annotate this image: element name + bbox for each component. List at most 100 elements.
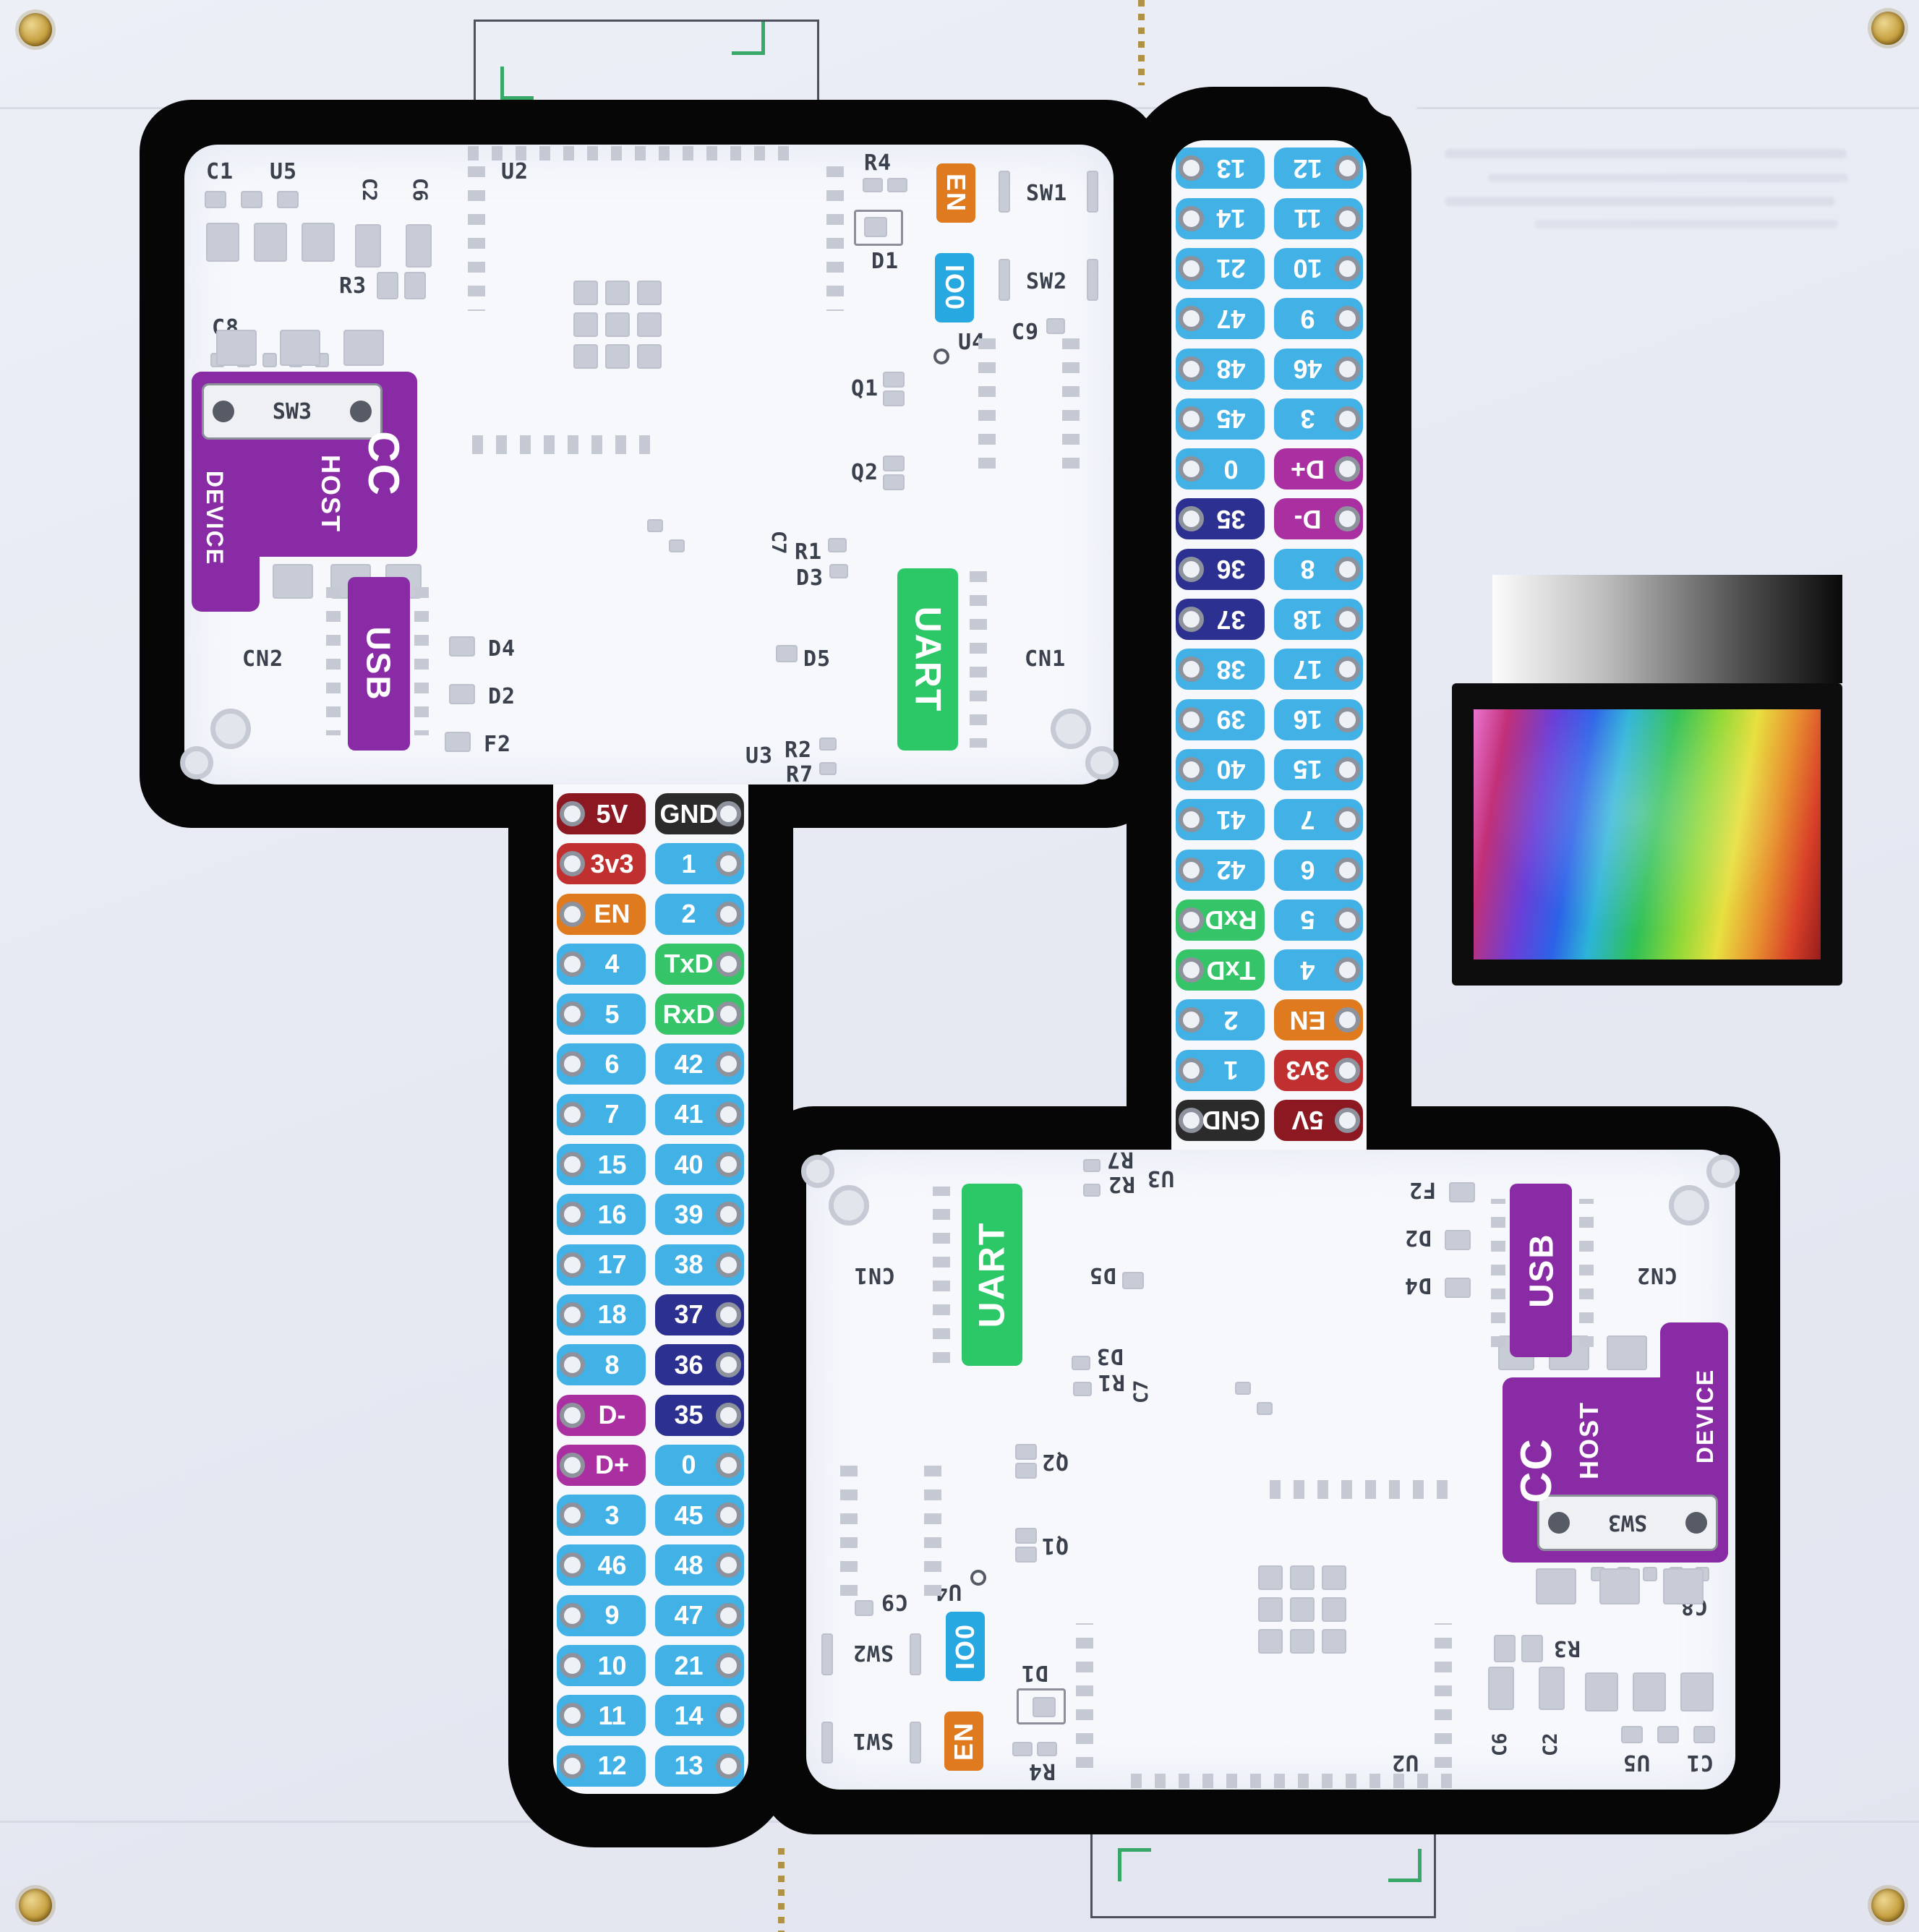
usb-connector[interactable]: USB [1510, 1184, 1572, 1357]
pin-label-6[interactable]: 6 [557, 1043, 646, 1085]
smd-pad [1488, 1667, 1514, 1710]
pin-label-11[interactable]: 11 [1274, 197, 1363, 239]
pin-label-9[interactable]: 9 [557, 1594, 646, 1636]
pin-label-D-[interactable]: D- [1274, 498, 1363, 540]
pin-hole [560, 1051, 585, 1077]
pin-label-2[interactable]: 2 [655, 893, 744, 935]
pin-label-1[interactable]: 1 [655, 843, 744, 885]
pin-label-46[interactable]: 46 [557, 1544, 646, 1586]
usb-connector[interactable]: USB [348, 577, 410, 751]
io0-button-label[interactable]: IO0 [935, 253, 974, 322]
pin-label-38[interactable]: 38 [1176, 649, 1265, 691]
pin-label-39[interactable]: 39 [1176, 698, 1265, 740]
pin-label-D+[interactable]: D+ [557, 1444, 646, 1486]
pin-label-RxD[interactable]: RxD [655, 993, 744, 1035]
pin-label-2[interactable]: 2 [1176, 999, 1265, 1041]
pin-label-16[interactable]: 16 [1274, 698, 1363, 740]
pin-hole [1179, 907, 1204, 933]
pin-label-48[interactable]: 48 [655, 1544, 744, 1586]
pin-label-37[interactable]: 37 [655, 1294, 744, 1335]
pin-label-3v3[interactable]: 3v3 [557, 843, 646, 885]
pin-label-42[interactable]: 42 [655, 1043, 744, 1085]
pin-label-18[interactable]: 18 [557, 1294, 646, 1335]
pin-label-3[interactable]: 3 [557, 1495, 646, 1536]
pin-label-17[interactable]: 17 [1274, 649, 1363, 691]
pin-label-46[interactable]: 46 [1274, 348, 1363, 390]
pin-label-36[interactable]: 36 [655, 1344, 744, 1386]
pin-label-40[interactable]: 40 [655, 1144, 744, 1186]
pin-label-D-[interactable]: D- [557, 1394, 646, 1436]
io0-button-label[interactable]: IO0 [946, 1612, 985, 1681]
host-label: HOST [313, 440, 348, 548]
pin-label-EN[interactable]: EN [557, 893, 646, 935]
pin-label-40[interactable]: 40 [1176, 748, 1265, 790]
pin-text: 14 [1216, 204, 1246, 234]
pin-label-18[interactable]: 18 [1274, 599, 1363, 641]
pin-label-3[interactable]: 3 [1274, 398, 1363, 440]
pin-label-10[interactable]: 10 [557, 1645, 646, 1687]
pin-label-17[interactable]: 17 [557, 1244, 646, 1286]
pin-label-7[interactable]: 7 [1274, 799, 1363, 841]
pin-label-5[interactable]: 5 [1274, 899, 1363, 941]
pin-label-D+[interactable]: D+ [1274, 448, 1363, 490]
pin-label-11[interactable]: 11 [557, 1695, 646, 1737]
pin-label-16[interactable]: 16 [557, 1194, 646, 1236]
pin-label-45[interactable]: 45 [1176, 398, 1265, 440]
pin-label-5V[interactable]: 5V [1274, 1100, 1363, 1141]
pin-label-1[interactable]: 1 [1176, 1049, 1265, 1091]
pin-text: 11 [1294, 204, 1322, 234]
pin-label-7[interactable]: 7 [557, 1093, 646, 1135]
pin-label-10[interactable]: 10 [1274, 247, 1363, 289]
uart-connector[interactable]: UART [962, 1184, 1022, 1366]
pin-label-5V[interactable]: 5V [557, 793, 646, 834]
pin-label-47[interactable]: 47 [1176, 298, 1265, 340]
cc-label: CC [356, 388, 410, 539]
pin-label-35[interactable]: 35 [1176, 498, 1265, 540]
pin-label-13[interactable]: 13 [1176, 148, 1265, 189]
pin-label-48[interactable]: 48 [1176, 348, 1265, 390]
corner-screw [19, 13, 52, 46]
pin-label-TxD[interactable]: TxD [1176, 949, 1265, 991]
pin-label-3v3[interactable]: 3v3 [1274, 1049, 1363, 1091]
en-button-label[interactable]: EN [936, 163, 975, 223]
mode-switch-sw3[interactable]: SW3 [202, 383, 382, 440]
pin-label-14[interactable]: 14 [1176, 197, 1265, 239]
pin-label-TxD[interactable]: TxD [655, 943, 744, 985]
pin-label-5[interactable]: 5 [557, 993, 646, 1035]
pin-label-15[interactable]: 15 [1274, 748, 1363, 790]
pin-label-0[interactable]: 0 [655, 1444, 744, 1486]
pin-label-41[interactable]: 41 [1176, 799, 1265, 841]
uart-connector[interactable]: UART [897, 568, 958, 751]
pin-label-4[interactable]: 4 [557, 943, 646, 985]
pin-label-13[interactable]: 13 [655, 1745, 744, 1787]
pin-label-GND[interactable]: GND [655, 793, 744, 834]
pin-label-4[interactable]: 4 [1274, 949, 1363, 991]
pin-label-38[interactable]: 38 [655, 1244, 744, 1286]
pin-label-35[interactable]: 35 [655, 1394, 744, 1436]
pin-label-9[interactable]: 9 [1274, 298, 1363, 340]
smd-pad [406, 224, 432, 268]
pin-hole [560, 1252, 585, 1278]
pin-label-21[interactable]: 21 [1176, 247, 1265, 289]
pin-label-12[interactable]: 12 [1274, 148, 1363, 189]
pin-label-6[interactable]: 6 [1274, 849, 1363, 891]
pin-label-37[interactable]: 37 [1176, 599, 1265, 641]
pin-label-14[interactable]: 14 [655, 1695, 744, 1737]
pin-label-41[interactable]: 41 [655, 1093, 744, 1135]
en-button-label[interactable]: EN [944, 1711, 983, 1771]
pin-label-RxD[interactable]: RxD [1176, 899, 1265, 941]
pin-label-12[interactable]: 12 [557, 1745, 646, 1787]
pin-label-0[interactable]: 0 [1176, 448, 1265, 490]
pin-label-8[interactable]: 8 [557, 1344, 646, 1386]
pin-label-EN[interactable]: EN [1274, 999, 1363, 1041]
pin-label-39[interactable]: 39 [655, 1194, 744, 1236]
pin-label-GND[interactable]: GND [1176, 1100, 1265, 1141]
pin-label-8[interactable]: 8 [1274, 548, 1363, 590]
pin-label-15[interactable]: 15 [557, 1144, 646, 1186]
pin-label-47[interactable]: 47 [655, 1594, 744, 1636]
pin-label-45[interactable]: 45 [655, 1495, 744, 1536]
pin-label-21[interactable]: 21 [655, 1645, 744, 1687]
pin-label-42[interactable]: 42 [1176, 849, 1265, 891]
ref-u5: U5 [1622, 1750, 1650, 1775]
pin-label-36[interactable]: 36 [1176, 548, 1265, 590]
